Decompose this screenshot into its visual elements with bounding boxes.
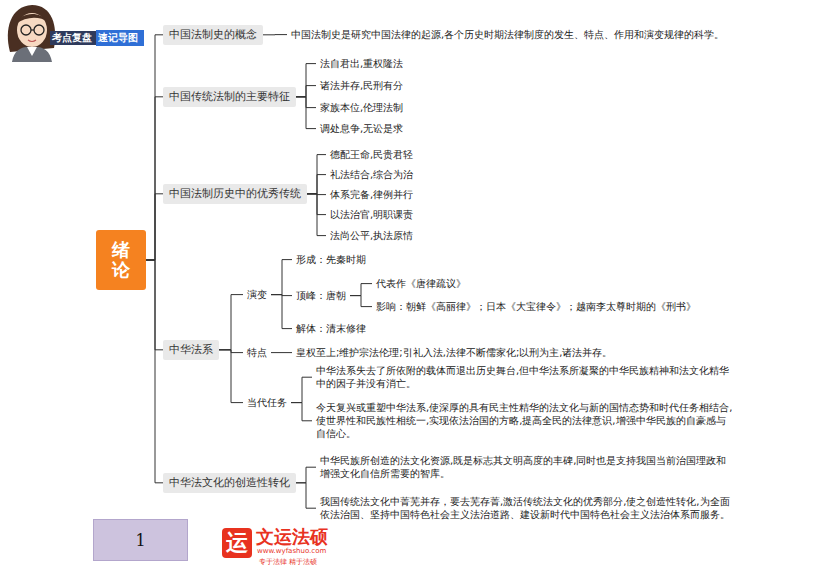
tree-connector [146,194,163,260]
tree-connector [271,352,292,353]
leaf-text: 中华民族所创造的法文化资源,既是标志其文明高度的丰碑,同时也是支持我国当前治国理… [316,453,734,481]
tree-connector [271,295,292,329]
topic-box: 中国法制历史中的优秀传统 [163,184,307,204]
node-text: 演变 [247,288,267,301]
page-number-box: 1 [93,519,188,561]
tree-connector [146,35,163,260]
node-text: 顶峰：唐朝 [296,289,346,302]
topic-box: 中国传统法制的主要特征 [163,87,296,107]
label: 文运法硕 [256,525,328,549]
leaf-text: 特点 [243,345,271,360]
node-text: 绪论 [112,240,130,280]
topic-box: 中华法文化的创造性转化 [163,473,296,493]
node-text: 中国法制历史中的优秀传统 [169,187,301,201]
node-text: 中国法制史是研究中国法律的起源,各个历史时期法律制度的发生、特点、作用和演变规律… [291,28,728,41]
leaf-text: 顶峰：唐朝 [292,288,350,303]
tree-connector [296,97,316,129]
leaf-text: 调处息争,无讼是求 [316,121,407,136]
node-text: 以法治官,明职课责 [330,208,413,221]
tree-connector [307,155,326,194]
node-text: 中华法系失去了所依附的载体而退出历史舞台,但中华法系所凝聚的中华民族精神和法文化… [316,364,733,390]
leaf-text: 以法治官,明职课责 [326,207,417,222]
node-text: 中华法文化的创造性转化 [169,476,290,490]
node-text: 当代任务 [247,396,287,409]
node-text: 体系完备,律例并行 [330,188,413,201]
leaf-text: 德配王命,民贵君轻 [326,147,417,162]
leaf-text: 今天复兴或重塑中华法系,使深厚的具有民主性精华的法文化与新的国情态势和时代任务相… [312,400,737,442]
node-text: 德配王命,民贵君轻 [330,148,413,161]
node-text: 家族本位,伦理法制 [320,101,403,114]
tree-connector [291,403,312,421]
label: 专于法律 精于法硕 [259,557,317,567]
tree-connector [350,284,372,296]
node-text: 中国法制史的概念 [169,28,257,42]
tree-connector [307,194,326,236]
node-text: 礼法结合,综合为治 [330,168,413,181]
tree-connector [146,260,163,483]
node-text: 特点 [247,346,267,359]
node-text: 中华民族所创造的法文化资源,既是标志其文明高度的丰碑,同时也是支持我国当前治国理… [320,454,730,480]
avatar [8,5,55,62]
tree-connector [219,295,243,350]
tree-connector [291,377,312,402]
leaf-text: 我国传统法文化中菁芜并存，要去芜存菁,激活传统法文化的优秀部分,使之创造性转化,… [316,494,734,522]
topic-box: 中华法系 [163,340,219,360]
node-text: 中国传统法制的主要特征 [169,90,290,104]
tree-connector [271,260,292,295]
root-node: 绪论 [96,230,146,290]
tree-connector [296,483,316,508]
leaf-text: 中华法系失去了所依附的载体而退出历史舞台,但中华法系所凝聚的中华民族精神和法文化… [312,363,737,391]
node-text: 解体：清末修律 [296,322,366,335]
leaf-text: 诸法并存,民刑有分 [316,78,407,93]
leaf-text: 影响：朝鲜《高丽律》；日本《大宝律令》；越南李太尊时期的《刑书》 [372,299,700,314]
tree-connector [296,64,316,97]
label: 考点复盘 [52,32,92,45]
tree-connector [307,175,326,194]
node-text: 我国传统法文化中菁芜并存，要去芜存菁,激活传统法文化的优秀部分,使之创造性转化,… [320,495,730,521]
tree-connector [263,34,287,35]
leaf-text: 演变 [243,287,271,302]
leaf-text: 形成：先秦时期 [292,252,370,267]
leaf-text: 法尚公平,执法原情 [326,228,417,243]
tree-connector [296,467,316,483]
leaf-text: 当代任务 [243,395,291,410]
node-text: 中华法系 [169,343,213,357]
label: www.wyfashuo.com [257,547,326,555]
leaf-text: 代表作《唐律疏议》 [372,276,470,291]
node-text: 法尚公平,执法原情 [330,229,413,242]
leaf-text: 礼法结合,综合为治 [326,167,417,182]
label: 运 [224,528,250,558]
node-text: 诸法并存,民刑有分 [320,79,403,92]
node-text: 代表作《唐律疏议》 [376,277,466,290]
leaf-text: 体系完备,律例并行 [326,187,417,202]
tree-connector [146,97,163,260]
node-text: 法自君出,重权隆法 [320,57,403,70]
topic-box: 中国法制史的概念 [163,25,263,45]
tree-connector [296,86,316,97]
tree-connector [350,296,372,307]
label: 速记导图 [98,32,138,45]
leaf-text: 解体：清末修律 [292,321,370,336]
leaf-text: 中国法制史是研究中国法律的起源,各个历史时期法律制度的发生、特点、作用和演变规律… [287,27,732,42]
tree-connector [219,350,243,403]
node-text: 今天复兴或重塑中华法系,使深厚的具有民主性精华的法文化与新的国情态势和时代任务相… [316,401,733,441]
node-text: 影响：朝鲜《高丽律》；日本《大宝律令》；越南李太尊时期的《刑书》 [376,300,696,313]
node-text: 1 [135,531,145,550]
leaf-text: 皇权至上;维护宗法伦理;引礼入法,法律不断儒家化;以刑为主,诸法并存。 [292,345,616,360]
leaf-text: 家族本位,伦理法制 [316,100,407,115]
node-text: 形成：先秦时期 [296,253,366,266]
node-text: 调处息争,无讼是求 [320,122,403,135]
node-text: 皇权至上;维护宗法伦理;引礼入法,法律不断儒家化;以刑为主,诸法并存。 [296,346,612,359]
leaf-text: 法自君出,重权隆法 [316,56,407,71]
